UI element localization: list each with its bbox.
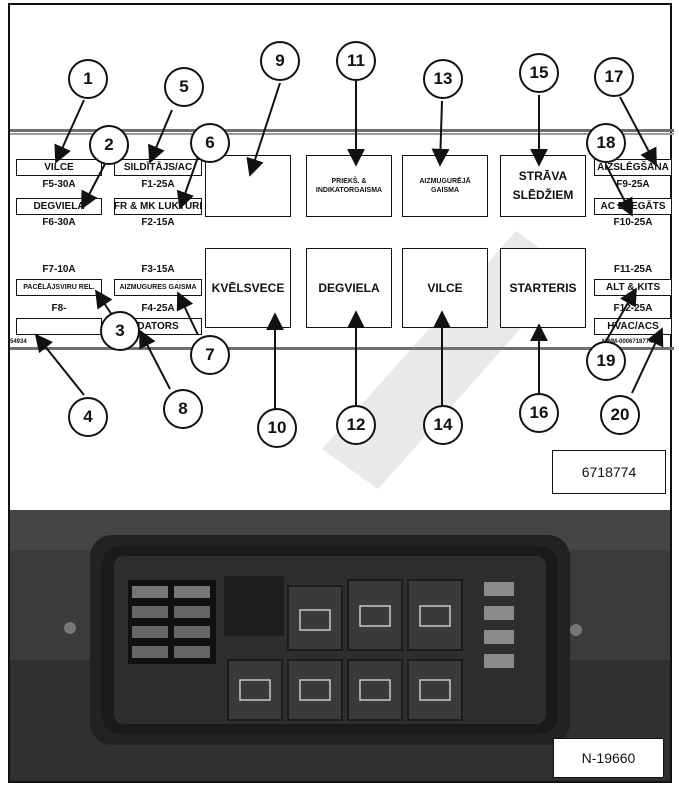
leader-18 bbox=[606, 165, 632, 215]
figure-reference: 6718774 bbox=[552, 450, 666, 494]
callout-6: 6 bbox=[190, 123, 230, 163]
photo-reference: N-19660 bbox=[553, 738, 664, 778]
leader-8 bbox=[140, 331, 170, 389]
callout-8: 8 bbox=[163, 389, 203, 429]
callout-13: 13 bbox=[423, 59, 463, 99]
callout-9: 9 bbox=[260, 41, 300, 81]
callout-7: 7 bbox=[190, 335, 230, 375]
leader-1 bbox=[56, 100, 84, 162]
callout-11: 11 bbox=[336, 41, 376, 81]
leader-4 bbox=[36, 335, 84, 395]
callout-4: 4 bbox=[68, 397, 108, 437]
callout-16: 16 bbox=[519, 393, 559, 433]
callout-17: 17 bbox=[594, 57, 634, 97]
leader-2 bbox=[82, 162, 106, 208]
callout-2: 2 bbox=[89, 125, 129, 165]
leader-20 bbox=[632, 329, 662, 393]
leader-13 bbox=[440, 101, 442, 165]
leader-3 bbox=[96, 291, 112, 315]
callout-1: 1 bbox=[68, 59, 108, 99]
callout-12: 12 bbox=[336, 405, 376, 445]
callout-20: 20 bbox=[600, 395, 640, 435]
leader-9 bbox=[250, 83, 280, 175]
callout-14: 14 bbox=[423, 405, 463, 445]
leader-6 bbox=[180, 157, 198, 208]
callout-15: 15 bbox=[519, 53, 559, 93]
callout-19: 19 bbox=[586, 341, 626, 381]
leader-5 bbox=[150, 110, 172, 162]
fuse-box-photo: N-19660 bbox=[10, 510, 670, 781]
callout-10: 10 bbox=[257, 408, 297, 448]
callout-3: 3 bbox=[100, 311, 140, 351]
figure-frame: VILCE F5-30A SILDĪTĀJS/AC F1-25A DEGVIEL… bbox=[8, 3, 672, 783]
callout-5: 5 bbox=[164, 67, 204, 107]
callout-18: 18 bbox=[586, 123, 626, 163]
leader-7 bbox=[178, 293, 198, 335]
leader-19 bbox=[606, 289, 636, 341]
leader-17 bbox=[620, 97, 656, 165]
fuse-relay-diagram: VILCE F5-30A SILDĪTĀJS/AC F1-25A DEGVIEL… bbox=[10, 5, 674, 510]
